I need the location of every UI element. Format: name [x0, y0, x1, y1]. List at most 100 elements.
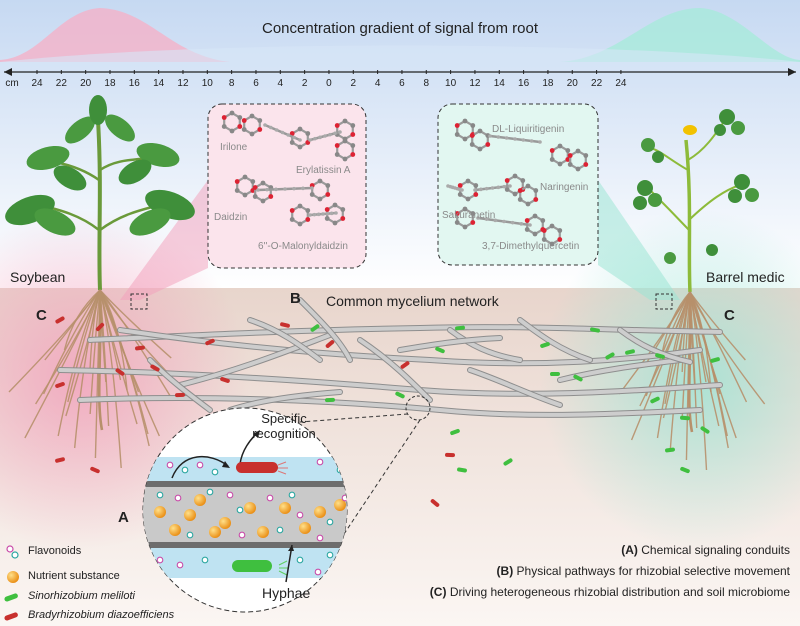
sinorhizobium-cell [455, 325, 465, 331]
atom [268, 194, 274, 199]
atom [305, 217, 311, 222]
atom [529, 139, 534, 143]
atom [473, 192, 479, 197]
bradyrhizobium-cell [430, 499, 440, 507]
sinorhizobium-cell [700, 426, 710, 434]
atom [249, 113, 255, 119]
axis-tick-label: 6 [399, 78, 405, 89]
axis-tick-label: 2 [301, 78, 308, 89]
axis-tick-label: 10 [201, 78, 213, 89]
atom [460, 188, 464, 192]
atom [242, 174, 248, 180]
atom [575, 148, 581, 154]
legend-bradyrhizobium: Bradyrhizobium diazoefficiens [28, 609, 175, 621]
hypha [518, 318, 592, 362]
atom [283, 187, 287, 191]
atom [565, 148, 571, 153]
soybean-label: Soybean [10, 269, 66, 285]
bradyrhizobium-cell [236, 462, 278, 473]
sinorhizobium-cell [540, 342, 550, 348]
atom [229, 110, 235, 116]
atom [528, 223, 532, 227]
soybean-gradient-hump [0, 8, 230, 62]
axis-tick-label: 0 [326, 78, 332, 89]
atom [454, 132, 460, 137]
atom [484, 217, 489, 221]
atom [321, 212, 325, 216]
atom [242, 192, 248, 198]
sinorhizobium-cell [457, 467, 467, 473]
axis-tick-label: 4 [277, 78, 284, 89]
atom [583, 153, 589, 158]
atom [520, 178, 526, 183]
atom [274, 128, 279, 132]
flavonoid-particle [238, 531, 246, 539]
atom [305, 208, 311, 213]
bradyrhizobium-cell [150, 364, 160, 372]
atom [493, 218, 498, 223]
atom [260, 198, 266, 204]
atom [477, 128, 483, 134]
atom [541, 228, 547, 233]
nutrient-particle [299, 522, 311, 534]
axis-tick-label: 10 [445, 78, 457, 89]
atom [263, 123, 267, 127]
atom [533, 188, 539, 193]
flavonoid-particle [316, 458, 324, 466]
nutrient-particle [244, 502, 256, 514]
label-c-left: C [36, 307, 47, 324]
nutrient-particle [279, 502, 291, 514]
atom [297, 126, 303, 132]
atom [533, 197, 539, 202]
atom [532, 213, 538, 219]
nutrient-particle [334, 499, 346, 511]
atom [297, 221, 303, 227]
atom [256, 188, 260, 192]
atom [462, 136, 468, 142]
atom [524, 218, 530, 223]
atom [229, 128, 235, 134]
atom [525, 183, 531, 189]
sinorhizobium-cell [395, 391, 405, 399]
atom [504, 178, 510, 183]
root-strand [35, 289, 101, 405]
note-a: (A) Chemical signaling conduits [621, 543, 790, 557]
atom [340, 207, 346, 212]
hypha [228, 390, 342, 412]
atom [325, 192, 331, 197]
atom [301, 186, 305, 191]
atom [557, 228, 563, 233]
flavonoid-particle [276, 526, 284, 534]
sinorhizobium-cell [655, 353, 665, 359]
note-b-text: Physical pathways for rhizobial selectiv… [516, 564, 790, 578]
barrel-medic-plant [633, 109, 759, 293]
hypha [618, 328, 692, 364]
hyphae-label: Hyphae [262, 585, 311, 601]
atom [557, 161, 563, 167]
atom [517, 188, 523, 193]
flavonoid-particle [196, 461, 204, 469]
atom [502, 219, 506, 224]
flavonoid-particle [316, 534, 324, 542]
atom [297, 203, 303, 209]
mycelium-network [57, 297, 723, 418]
atom [334, 211, 338, 215]
axis-tick-label: 12 [177, 78, 189, 89]
axis-tick-label: 16 [518, 78, 530, 89]
rhizobia-population [55, 316, 720, 507]
hypha [298, 298, 352, 362]
atom [557, 143, 563, 149]
atom [234, 188, 240, 193]
note-a-text: Chemical signaling conduits [641, 543, 790, 557]
compound-label: Naringenin [540, 182, 589, 193]
medic-compound-box [437, 103, 599, 266]
label-b: B [290, 290, 301, 307]
axis-tick-label: 20 [566, 78, 578, 89]
atom [332, 202, 338, 208]
bradyrhizobium-cell [175, 392, 185, 398]
axis-tick-label: 22 [591, 78, 603, 89]
root-strand [689, 291, 748, 403]
atom [517, 197, 523, 202]
atom [476, 216, 480, 220]
